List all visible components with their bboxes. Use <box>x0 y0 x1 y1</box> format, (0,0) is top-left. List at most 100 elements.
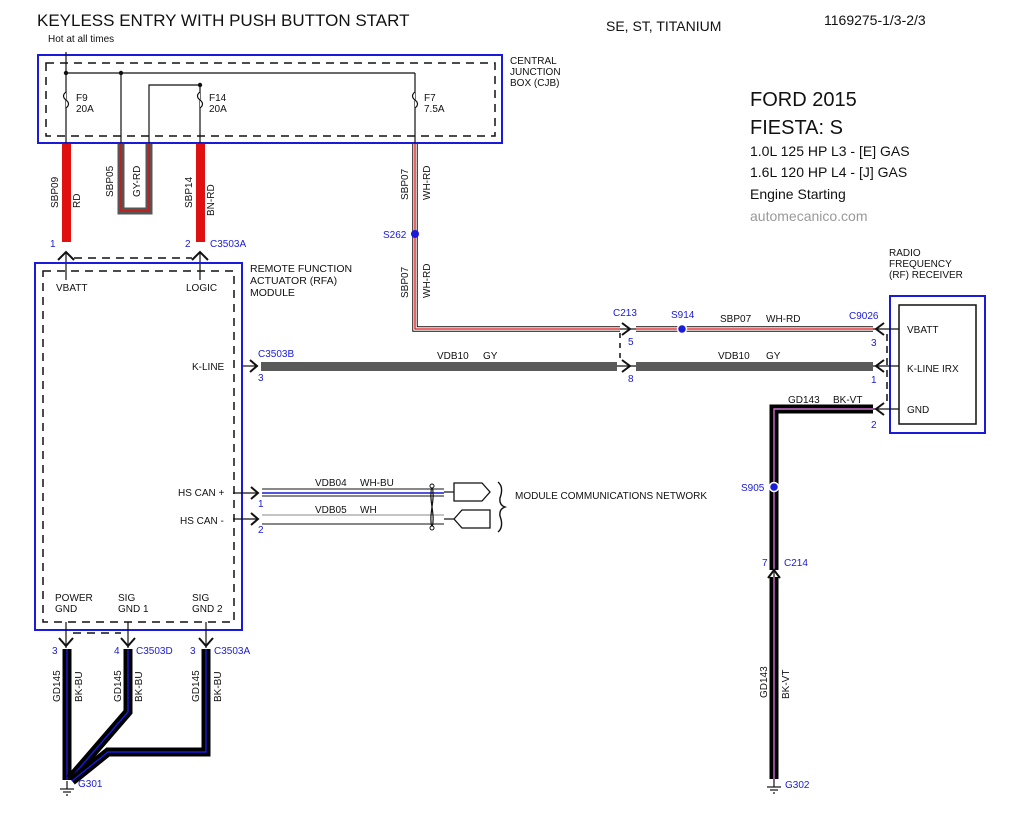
c3503d-pin: 4 <box>114 646 120 657</box>
wire-sbp05-color: GY-RD <box>132 166 143 197</box>
wire-vdb04-color: WH-BU <box>360 478 394 489</box>
wire-gd145-c-circuit: GD145 <box>191 670 202 702</box>
c9026-pin-3: 3 <box>871 338 877 349</box>
hs-can-network: 1 2 VDB04 WH-BU VDB05 WH MODULE COMMUNIC… <box>233 478 707 536</box>
can-plus-pin: 1 <box>258 499 264 510</box>
c3503a-pin-1: 1 <box>50 239 56 250</box>
rf-pin-kline: K-LINE IRX <box>907 364 959 375</box>
fuse-f7-icon <box>411 91 419 109</box>
fuse-f7-rating: 7.5A <box>424 104 445 115</box>
fuse-f7-id: F7 <box>424 93 436 104</box>
wire-gd145-c-stripe <box>71 649 207 782</box>
wire-vdb10-a-body <box>261 362 617 371</box>
cjb-label-3: BOX (CJB) <box>510 78 559 89</box>
twisted-pair-end <box>429 483 435 489</box>
wire-vdb10-a-circuit: VDB10 <box>437 351 469 362</box>
bus-junction-dot <box>197 82 203 88</box>
wire-sbp05-stripe <box>120 144 150 212</box>
wire-sbp05-inner <box>125 144 145 207</box>
splice-s262: S262 <box>383 230 407 241</box>
connector-c213: C213 5 8 <box>613 308 637 385</box>
wire-sbp14-color: BN-RD <box>206 184 217 216</box>
wire-vdb05-circuit: VDB05 <box>315 505 347 516</box>
wire-vdb04-circuit: VDB04 <box>315 478 347 489</box>
connector-arrow-icon <box>250 486 260 500</box>
rfa-ground-wires: 3 4 C3503D 3 C3503A GD145 BK-BU GD145 BK… <box>52 622 250 796</box>
connector-arrow-icon <box>198 637 214 648</box>
wire-gd143: GD143 BK-VT S905 7 C214 GD143 BK-VT G302 <box>741 395 873 794</box>
wire-sbp07-c-color: WH-RD <box>766 314 800 325</box>
rfa-dashed-outline <box>42 270 235 623</box>
wire-sbp07-outline <box>412 144 620 332</box>
network-brace-icon <box>497 481 508 533</box>
c3503a-bottom-pin: 3 <box>190 646 196 657</box>
fuse-f14-id: F14 <box>209 93 227 104</box>
rf-receiver-border <box>889 295 986 434</box>
fuse-f14-rating: 20A <box>209 104 227 115</box>
wire-vdb05-color: WH <box>360 505 377 516</box>
splice-s905-icon <box>768 481 780 493</box>
wire-sbp05-circuit: SBP05 <box>105 165 116 197</box>
fuse-f9-rating: 20A <box>76 104 94 115</box>
wire-sbp07-a-circuit: SBP07 <box>400 168 411 200</box>
wire-sbp09-body <box>62 144 71 242</box>
c213-id: C213 <box>613 308 637 319</box>
wire-sbp09-color: RD <box>72 194 83 208</box>
rfa-pin-hscan-plus: HS CAN + <box>178 488 225 499</box>
ground-g301-icon <box>60 781 74 796</box>
c214-id: C214 <box>784 558 808 569</box>
ground-g301: G301 <box>78 779 103 790</box>
wire-sbp14: SBP14 BN-RD <box>184 144 217 242</box>
wire-vdb10-b-color: GY <box>766 351 781 362</box>
wire-sbp09: SBP09 RD <box>50 144 83 242</box>
wire-sbp09-circuit: SBP09 <box>50 176 61 208</box>
ground-g302: G302 <box>785 780 810 791</box>
trim-label: SE, ST, TITANIUM <box>606 18 721 34</box>
c3503a-bottom-id: C3503A <box>214 646 250 657</box>
network-out-icon <box>453 482 491 502</box>
network-in-icon <box>453 509 491 529</box>
wire-vdb10-a-color: GY <box>483 351 498 362</box>
rf-receiver-module: RADIO FREQUENCY (RF) RECEIVER VBATT K-LI… <box>849 248 986 434</box>
connector-arrow-icon <box>120 637 136 648</box>
watermark: automecanico.com <box>750 208 868 224</box>
wire-sbp07-a-color: WH-RD <box>422 166 433 200</box>
connector-arrow-icon <box>249 359 259 373</box>
wire-sbp07-b-color: WH-RD <box>422 264 433 298</box>
f14-feed-line <box>148 84 201 143</box>
module-communications-network-label: MODULE COMMUNICATIONS NETWORK <box>515 491 707 502</box>
bus-junction-dot <box>63 70 69 76</box>
fuse-f9-icon <box>62 91 70 109</box>
rf-pin-gnd: GND <box>907 405 929 416</box>
rfa-pin-power-gnd-2: GND <box>55 604 77 615</box>
power-gnd-pin: 3 <box>52 646 58 657</box>
hot-at-all-times-label: Hot at all times <box>48 34 114 45</box>
wire-gd145-c-color: BK-BU <box>213 671 224 702</box>
rfa-pin-sig-gnd2-2: GND 2 <box>192 604 223 615</box>
wire-gd143-a-circuit: GD143 <box>788 395 820 406</box>
rfa-label-3: MODULE <box>250 287 295 299</box>
c9026-pin-2: 2 <box>871 420 877 431</box>
wire-sbp07-c-circuit: SBP07 <box>720 314 752 325</box>
cjb-border <box>37 54 503 144</box>
twisted-pair-end <box>429 525 435 531</box>
wire-gd145-b-stripe <box>69 649 129 780</box>
wire-gd145-c-body <box>69 649 211 785</box>
ground-g302-icon <box>767 779 781 794</box>
wire-gd143-a-body <box>769 404 873 570</box>
rfa-pin-power-gnd-1: POWER <box>55 593 93 604</box>
wire-sbp07-stripe <box>414 144 620 330</box>
splice-s914: S914 <box>671 310 695 321</box>
rf-label-1: RADIO <box>889 248 921 259</box>
fuse-f14-icon <box>196 91 204 109</box>
system-label: Engine Starting <box>750 186 846 202</box>
wire-gd143-a-color: BK-VT <box>833 395 862 406</box>
wire-sbp07-body <box>413 144 620 331</box>
wire-vdb10-b-body <box>636 362 873 371</box>
central-junction-box: CENTRAL JUNCTION BOX (CJB) F9 20A F14 20… <box>37 52 561 144</box>
rfa-pin-sig-gnd1-1: SIG <box>118 593 135 604</box>
vehicle-make-year: FORD 2015 <box>750 89 857 111</box>
can-minus-pin: 2 <box>258 525 264 536</box>
wire-vdb10-b-circuit: VDB10 <box>718 351 750 362</box>
rf-label-2: FREQUENCY <box>889 259 952 270</box>
